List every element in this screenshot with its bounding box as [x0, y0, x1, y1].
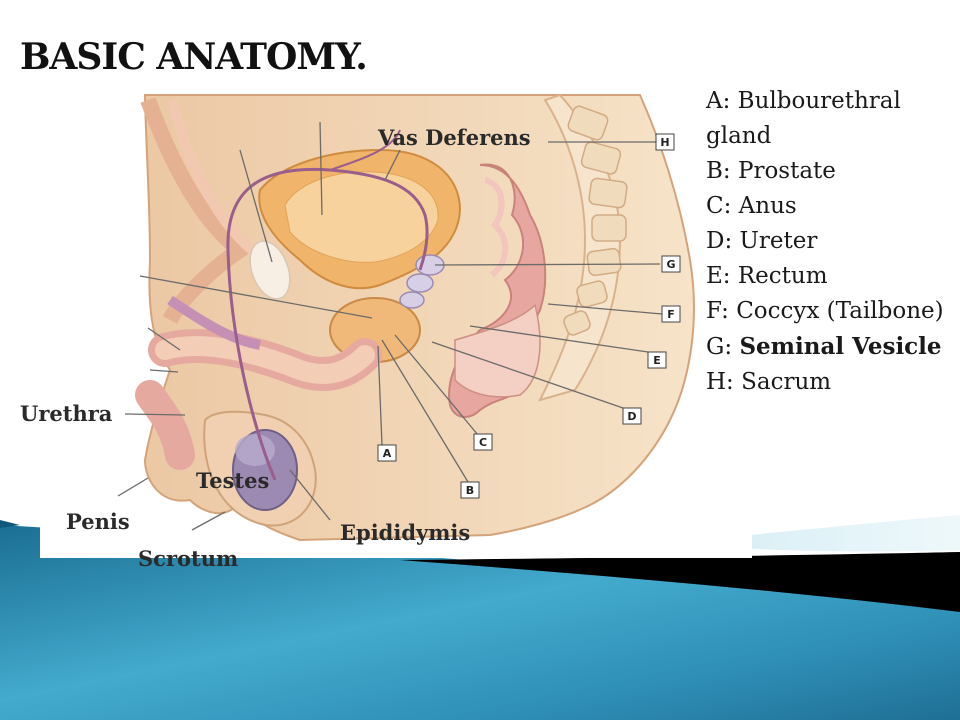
legend-a-text: Bulbourethral gland — [706, 88, 901, 149]
legend-a-prefix: A: — [706, 88, 738, 114]
label-vas-deferens: Vas Deferens — [377, 125, 531, 150]
marker-a: A — [383, 447, 392, 460]
marker-e: E — [653, 354, 661, 367]
legend-e-text: Rectum — [737, 263, 828, 289]
marker-c: C — [479, 436, 487, 449]
legend-item-c: C: Anus — [706, 189, 946, 224]
legend-e-prefix: E: — [706, 263, 738, 289]
legend-b-prefix: B: — [706, 158, 738, 184]
legend-item-h: H: Sacrum — [706, 365, 946, 400]
legend-g-text: Seminal Vesicle — [739, 333, 942, 360]
legend-d-text: Ureter — [739, 228, 818, 254]
label-epididymis: Epididymis — [340, 520, 470, 545]
marker-d: D — [627, 410, 636, 423]
legend-h-text: Sacrum — [741, 369, 832, 395]
slide-title: BASIC ANATOMY. — [20, 36, 368, 78]
marker-h: H — [660, 136, 669, 149]
marker-f: F — [667, 308, 675, 321]
legend-f-prefix: F: — [706, 298, 737, 324]
legend-item-f: F: Coccyx (Tailbone) — [706, 294, 946, 329]
legend-c-text: Anus — [738, 193, 797, 219]
legend-item-e: E: Rectum — [706, 259, 946, 294]
legend-d-prefix: D: — [706, 228, 740, 254]
marker-b: B — [466, 484, 474, 497]
label-urethra: Urethra — [20, 401, 113, 426]
legend-b-text: Prostate — [737, 158, 836, 184]
legend: A: Bulbourethral gland B: Prostate C: An… — [706, 84, 946, 400]
label-testes: Testes — [196, 468, 269, 493]
legend-item-b: B: Prostate — [706, 154, 946, 189]
marker-g: G — [666, 258, 675, 271]
legend-item-d: D: Ureter — [706, 224, 946, 259]
legend-h-prefix: H: — [706, 369, 742, 395]
legend-f-text: Coccyx (Tailbone) — [736, 298, 944, 324]
legend-item-a: A: Bulbourethral gland — [706, 84, 946, 154]
legend-item-g: G: Seminal Vesicle — [706, 329, 946, 365]
legend-g-prefix: G: — [706, 334, 740, 360]
label-scrotum: Scrotum — [138, 546, 238, 571]
label-penis: Penis — [66, 509, 130, 534]
legend-c-prefix: C: — [706, 193, 739, 219]
